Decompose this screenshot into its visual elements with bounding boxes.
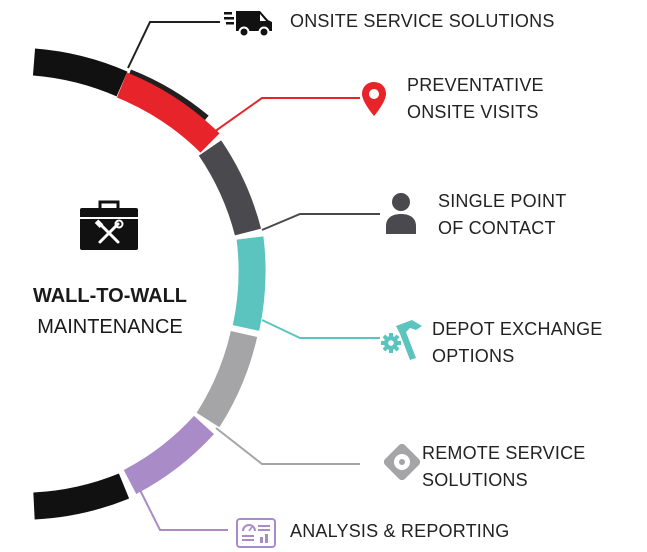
label-preventative-line1: PREVENTATIVE: [407, 75, 544, 95]
label-single-point-line1: SINGLE POINT: [438, 191, 567, 211]
label-preventative-line2: ONSITE VISITS: [407, 102, 539, 122]
arc-segment-preventative: [116, 72, 220, 153]
label-analysis-reporting: ANALYSIS & REPORTING: [290, 518, 509, 545]
dashboard-icon: [236, 518, 276, 548]
label-remote-service: REMOTE SERVICE SOLUTIONS: [422, 440, 586, 494]
van-icon: [224, 11, 272, 38]
arc-segment-analysis: [123, 415, 214, 494]
label-preventative: PREVENTATIVE ONSITE VISITS: [407, 72, 544, 126]
center-title: WALL-TO-WALL MAINTENANCE: [0, 282, 220, 341]
label-remote-line2: SOLUTIONS: [422, 470, 528, 490]
connector-depot: [261, 319, 380, 339]
ring-arc: [32, 48, 266, 520]
connector-analysis: [139, 489, 228, 531]
arc-end-bottom: [33, 473, 130, 520]
center-title-regular: MAINTENANCE: [37, 316, 183, 338]
label-remote-line1: REMOTE SERVICE: [422, 443, 586, 463]
connector-remote: [215, 427, 360, 465]
person-icon: [386, 193, 416, 234]
label-onsite-service: ONSITE SERVICE SOLUTIONS: [290, 8, 555, 35]
arc-end-top: [32, 48, 128, 97]
location-pin-icon: [362, 82, 386, 116]
label-depot-line2: OPTIONS: [432, 346, 515, 366]
arc-segment-depot: [232, 236, 266, 331]
connector-onsite: [127, 21, 220, 69]
hammer-gear-icon: [381, 320, 422, 360]
label-depot-line1: DEPOT EXCHANGE: [432, 319, 603, 339]
center-title-bold: WALL-TO-WALL: [32, 285, 188, 307]
label-single-point: SINGLE POINT OF CONTACT: [438, 188, 566, 242]
arc-segment-remote: [196, 330, 258, 428]
toolbox-icon: [80, 200, 138, 250]
label-analysis-line1: ANALYSIS & REPORTING: [290, 521, 510, 541]
remote-disc-icon: [383, 443, 421, 481]
label-single-point-line2: OF CONTACT: [438, 218, 556, 238]
label-onsite-line1: ONSITE SERVICE SOLUTIONS: [290, 11, 555, 31]
connectors: [127, 21, 380, 531]
label-depot-exchange: DEPOT EXCHANGE OPTIONS: [432, 316, 603, 370]
connector-preventative: [213, 97, 360, 133]
arc-segment-contact: [198, 140, 262, 236]
connector-contact: [261, 213, 380, 231]
